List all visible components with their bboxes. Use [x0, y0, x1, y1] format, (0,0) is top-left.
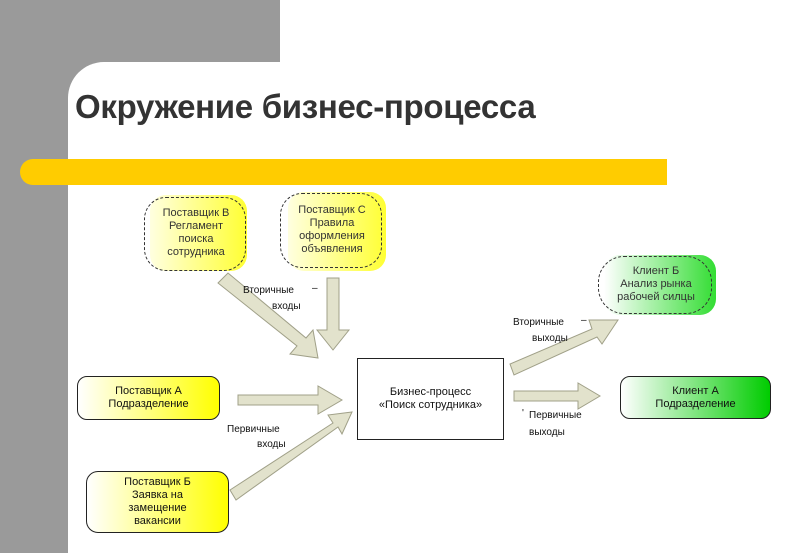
supplier-a-node: Поставщик А Подразделение [77, 376, 220, 420]
process-node: Бизнес-процесс «Поиск сотрудника» [357, 358, 504, 440]
supplier-a-label: Поставщик А Подразделение [108, 385, 189, 410]
label-primary-inputs-2: входы [257, 439, 286, 450]
arrow-supplier-c-to-process [315, 277, 351, 351]
label-secondary-inputs-1: Вторичные [243, 285, 294, 296]
supplier-bb-node: Поставщик Б Заявка на замещение вакансии [86, 471, 229, 533]
label-primary-outputs-mark: ' [522, 408, 524, 419]
client-a-label: Клиент А Подразделение [655, 384, 736, 410]
label-primary-outputs-1: Первичные [529, 410, 582, 421]
supplier-b-outline [144, 197, 246, 271]
label-primary-inputs-1: Первичные [227, 424, 280, 435]
label-secondary-outputs-2: выходы [532, 333, 568, 344]
label-secondary-outputs-1: Вторичные [513, 317, 564, 328]
client-b-outline [598, 256, 712, 314]
supplier-bb-label: Поставщик Б Заявка на замещение вакансии [124, 476, 191, 527]
supplier-c-outline [280, 193, 382, 268]
accent-bar [20, 159, 667, 185]
supplier-c-text: Поставщик С Правила оформления объявлени… [298, 204, 366, 255]
label-secondary-outputs-mark: – [581, 315, 587, 326]
label-secondary-inputs-2: входы [272, 301, 301, 312]
slide-title: Окружение бизнес-процесса [75, 88, 536, 125]
background-gray-strip [0, 0, 68, 553]
client-b-text: Клиент Б Анализ рынка рабочей силцы [617, 264, 695, 303]
arrow-supplier-bb-to-process [229, 411, 353, 501]
process-subtitle: «Поиск сотрудника» [378, 399, 483, 411]
label-secondary-inputs-mark: – [312, 283, 318, 294]
arrow-supplier-a-to-process [237, 385, 343, 415]
supplier-b-text: Поставщик В Регламент поиска сотрудника [162, 207, 230, 258]
client-a-node: Клиент А Подразделение [620, 376, 771, 419]
arrow-supplier-b-to-process [217, 272, 319, 359]
process-title: Бизнес-процесс [389, 386, 472, 398]
arrow-process-to-client-b [509, 319, 619, 376]
arrow-process-to-client-a [513, 382, 601, 410]
label-primary-outputs-2: выходы [529, 427, 565, 438]
